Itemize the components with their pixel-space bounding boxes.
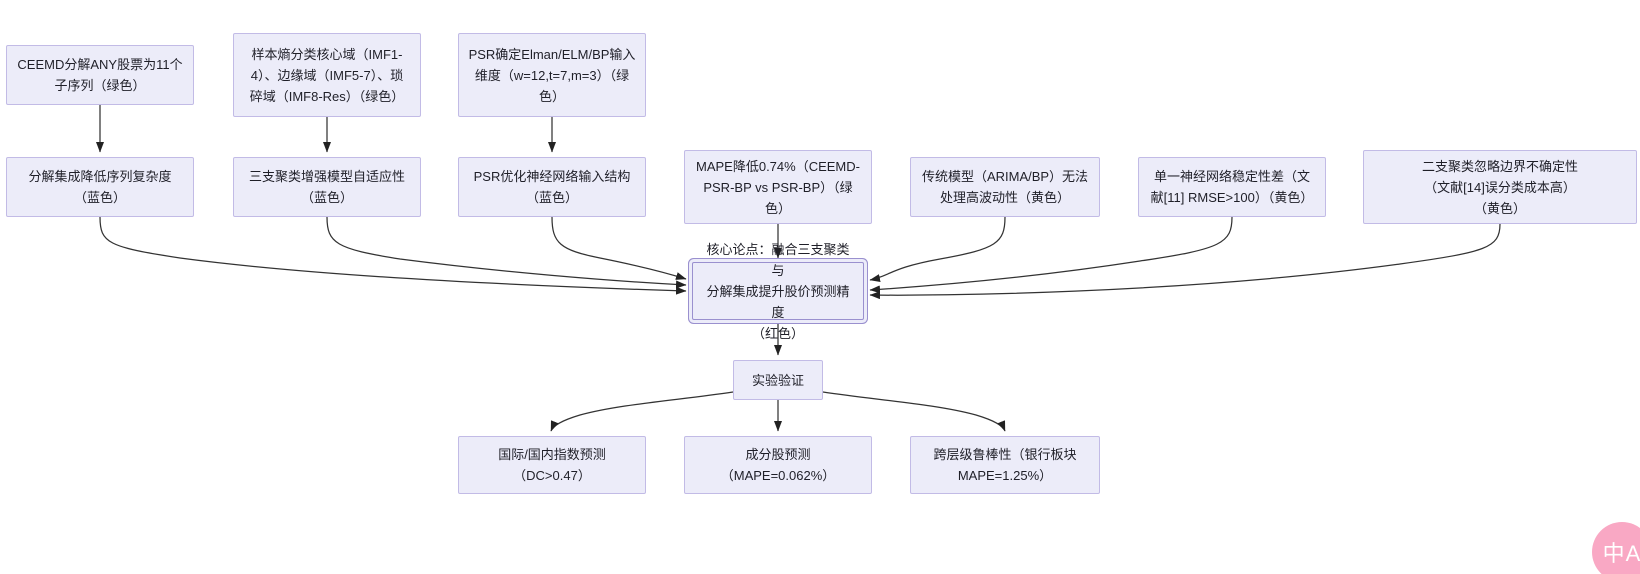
node-constituent-stock-forecast[interactable]: 成分股预测 （MAPE=0.062%） [684,436,872,494]
node-three-way-clustering-adaptivity[interactable]: 三支聚类增强模型自适应性 （蓝色） [233,157,421,217]
node-index-forecast[interactable]: 国际/国内指数预测 （DC>0.47） [458,436,646,494]
node-two-way-clustering-boundary[interactable]: 二支聚类忽略边界不确定性 （文献[14]误分类成本高） （黄色） [1363,150,1637,224]
edge-n8-core [869,216,1006,282]
edge-n11-n14 [822,391,1006,432]
node-single-network-instability[interactable]: 单一神经网络稳定性差（文 献[11] RMSE>100）（黄色） [1138,157,1326,217]
node-decomposition-reduces-complexity[interactable]: 分解集成降低序列复杂度 （蓝色） [6,157,194,217]
node-experiment-validation[interactable]: 实验验证 [733,360,823,400]
node-mape-reduction[interactable]: MAPE降低0.74%（CEEMD- PSR-BP vs PSR-BP）（绿 色… [684,150,872,224]
node-core-argument[interactable]: 核心论点：融合三支聚类与 分解集成提升股价预测精度 （红色） [692,242,864,341]
node-label: 核心论点：融合三支聚类与 分解集成提升股价预测精度 （红色） [706,241,850,341]
node-label: MAPE降低0.74%（CEEMD- PSR-BP vs PSR-BP）（绿 色… [696,158,860,216]
node-sample-entropy-classification[interactable]: 样本熵分类核心域（IMF1- 4）、边缘域（IMF5-7）、琐 碎域（IMF8-… [233,33,421,117]
edge-n4-core [99,216,687,295]
node-ceemd-decomposition[interactable]: CEEMD分解ANY股票为11个 子序列（绿色） [6,45,194,105]
node-label: PSR优化神经网络输入结构 （蓝色） [473,169,631,205]
node-label: 国际/国内指数预测 （DC>0.47） [498,447,606,483]
watermark-badge: 中A [1592,522,1640,574]
node-label: PSR确定Elman/ELM/BP输入 维度（w=12,t=7,m=3）（绿 色… [468,46,636,104]
node-label: 三支聚类增强模型自适应性 （蓝色） [248,169,405,205]
edge-n5-core [326,216,687,289]
node-label: CEEMD分解ANY股票为11个 子序列（绿色） [17,57,183,93]
edge-n6-core [551,216,687,280]
node-label: 样本熵分类核心域（IMF1- 4）、边缘域（IMF5-7）、琐 碎域（IMF8-… [249,46,405,104]
node-label: 二支聚类忽略边界不确定性 （文献[14]误分类成本高） （黄色） [1421,158,1578,216]
node-cross-level-robustness[interactable]: 跨层级鲁棒性（银行板块 MAPE=1.25%） [910,436,1100,494]
node-label: 成分股预测 （MAPE=0.062%） [720,447,836,483]
edge-n11-n12 [550,391,734,432]
node-label: 实验验证 [751,372,804,388]
node-label: 分解集成降低序列复杂度 （蓝色） [28,169,172,205]
edge-n9-core [869,216,1233,294]
node-label: 跨层级鲁棒性（银行板块 MAPE=1.25%） [933,447,1077,483]
node-psr-optimizes-network-input[interactable]: PSR优化神经网络输入结构 （蓝色） [458,157,646,217]
node-label: 传统模型（ARIMA/BP）无法 处理高波动性（黄色） [921,169,1089,205]
watermark-label: 中A [1602,541,1640,566]
edge-n10-core [869,223,1501,300]
node-psr-input-dimension[interactable]: PSR确定Elman/ELM/BP输入 维度（w=12,t=7,m=3）（绿 色… [458,33,646,117]
node-traditional-models-limitation[interactable]: 传统模型（ARIMA/BP）无法 处理高波动性（黄色） [910,157,1100,217]
node-label: 单一神经网络稳定性差（文 献[11] RMSE>100）（黄色） [1150,169,1314,205]
